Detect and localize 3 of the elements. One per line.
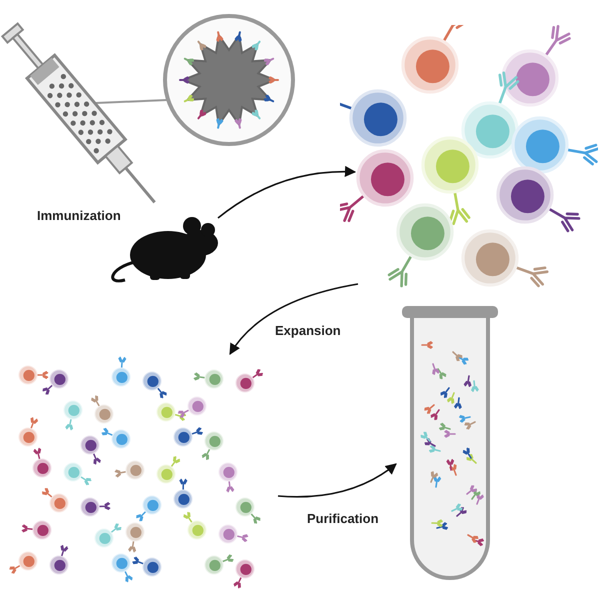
arrow: [229, 283, 358, 355]
arrow: [278, 463, 397, 498]
arrow: [218, 166, 356, 219]
